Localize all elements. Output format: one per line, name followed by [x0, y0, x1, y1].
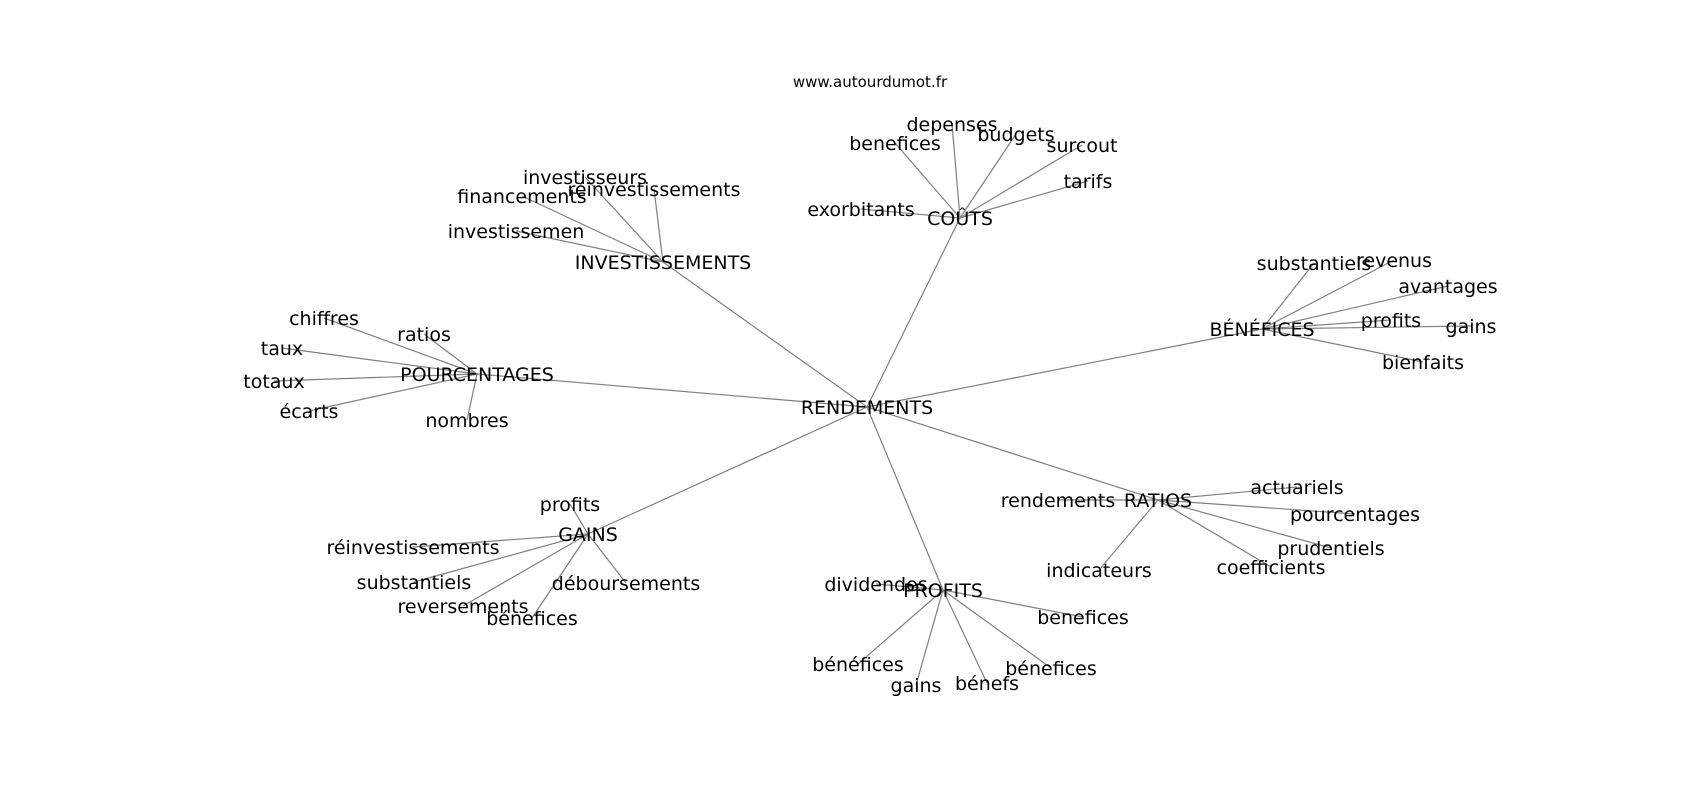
leaf-node-label: benefices: [1037, 607, 1128, 629]
edge-hub-leaf: [1261, 319, 1392, 330]
edge-center-hub: [662, 261, 868, 408]
leaf-node-label: dividendes: [824, 574, 927, 596]
leaf-node-label: reversements: [397, 596, 528, 618]
leaf-node-label: gains: [891, 675, 942, 697]
edge-hub-leaf: [1261, 325, 1472, 330]
edge-hub-leaf: [653, 188, 664, 263]
edge-hub-leaf: [942, 589, 1052, 669]
edge-center-hub: [476, 373, 868, 408]
edge-hub-leaf: [1157, 499, 1272, 568]
hub-node-label: GAINS: [558, 524, 618, 546]
graph-labels: RENDEMENTSbeneficesdepensesbudgetssurcou…: [243, 114, 1497, 697]
edge-hub-leaf: [915, 589, 944, 686]
leaf-node-label: taux: [261, 338, 303, 360]
edge-hub-leaf: [1261, 259, 1395, 330]
edge-hub-leaf: [1261, 262, 1315, 330]
leaf-node-label: bienfaits: [1382, 352, 1464, 374]
edge-hub-leaf: [323, 317, 478, 375]
leaf-node-label: bénefices: [486, 608, 577, 630]
site-watermark: www.autourdumot.fr: [793, 73, 948, 91]
edge-center-hub: [866, 406, 944, 591]
edge-hub-leaf: [281, 347, 478, 375]
leaf-node-label: déboursements: [552, 573, 700, 595]
edge-hub-leaf: [1157, 499, 1356, 515]
edge-hub-leaf: [273, 373, 478, 382]
edge-hub-leaf: [1098, 499, 1159, 571]
leaf-node-label: bénéfices: [812, 654, 903, 676]
edge-hub-leaf: [951, 123, 961, 219]
leaf-node-label: ratios: [397, 324, 451, 346]
graph-edges: [273, 123, 1472, 686]
edge-hub-leaf: [521, 195, 664, 263]
leaf-node-label: investissemen: [448, 221, 585, 243]
edge-hub-leaf: [857, 589, 944, 665]
edge-hub-leaf: [569, 503, 589, 535]
edge-center-hub: [587, 406, 868, 535]
edge-hub-leaf: [942, 589, 1084, 618]
hub-node-label: INVESTISSEMENTS: [575, 252, 752, 274]
edge-hub-leaf: [1157, 486, 1298, 501]
leaf-node-label: avantages: [1398, 276, 1497, 298]
leaf-node-label: prudentiels: [1277, 538, 1384, 560]
hub-node-label: BÉNÉFICES: [1209, 318, 1314, 341]
leaf-node-label: substantiels: [1257, 253, 1372, 275]
leaf-node-label: nombres: [425, 410, 508, 432]
leaf-node-label: revenus: [1356, 250, 1432, 272]
leaf-node-label: surcout: [1047, 135, 1118, 157]
edge-hub-leaf: [959, 144, 1083, 219]
leaf-node-label: investisseurs: [523, 167, 647, 189]
edge-center-hub: [866, 406, 1159, 501]
leaf-node-label: bénefs: [955, 673, 1019, 695]
edge-hub-leaf: [587, 533, 627, 584]
hub-node-label: RATIOS: [1124, 490, 1192, 512]
edge-hub-leaf: [942, 589, 988, 684]
edge-hub-leaf: [1261, 328, 1424, 363]
leaf-node-label: pourcentages: [1290, 504, 1420, 526]
leaf-node-label: bénefices: [1005, 658, 1096, 680]
edge-hub-leaf: [1157, 499, 1332, 549]
edge-hub-leaf: [584, 176, 664, 263]
edge-hub-leaf: [1261, 285, 1449, 330]
leaf-node-label: tarifs: [1064, 171, 1113, 193]
leaf-node-label: rendements: [1001, 490, 1115, 512]
edge-center-hub: [866, 328, 1263, 408]
center-node-label: RENDEMENTS: [801, 397, 933, 419]
edge-hub-leaf: [412, 533, 589, 548]
edge-hub-leaf: [860, 208, 961, 219]
leaf-node-label: indicateurs: [1046, 560, 1152, 582]
leaf-node-label: actuariels: [1250, 477, 1343, 499]
edge-hub-leaf: [413, 533, 589, 583]
leaf-node-label: profits: [540, 494, 600, 516]
leaf-node-label: totaux: [243, 371, 304, 393]
edge-center-hub: [866, 217, 961, 408]
leaf-node-label: réinvestissements: [567, 179, 740, 201]
leaf-node-label: substantiels: [357, 572, 472, 594]
leaf-node-label: budgets: [977, 124, 1054, 146]
leaf-node-label: depenses: [906, 114, 997, 136]
leaf-node-label: chiffres: [289, 308, 359, 330]
edge-hub-leaf: [959, 180, 1089, 219]
leaf-node-label: coefficients: [1217, 557, 1326, 579]
edge-hub-leaf: [531, 533, 589, 619]
hub-node-label: PROFITS: [903, 580, 983, 602]
leaf-node-label: gains: [1446, 316, 1497, 338]
edge-hub-leaf: [423, 333, 478, 375]
edge-hub-leaf: [959, 133, 1017, 219]
leaf-node-label: exorbitants: [807, 199, 914, 221]
edge-hub-leaf: [462, 533, 589, 607]
edge-hub-leaf: [875, 583, 944, 591]
hub-node-label: POURCENTAGES: [400, 364, 554, 386]
leaf-node-label: réinvestissements: [326, 537, 499, 559]
edge-hub-leaf: [308, 373, 478, 412]
leaf-node-label: benefices: [849, 133, 940, 155]
leaf-node-label: écarts: [280, 401, 339, 423]
hub-node-label: COÛTS: [927, 206, 993, 230]
edge-hub-leaf: [466, 373, 478, 421]
edge-hub-leaf: [894, 142, 961, 219]
leaf-node-label: financements: [457, 186, 586, 208]
leaf-node-label: profits: [1361, 310, 1421, 332]
edge-hub-leaf: [515, 230, 664, 263]
